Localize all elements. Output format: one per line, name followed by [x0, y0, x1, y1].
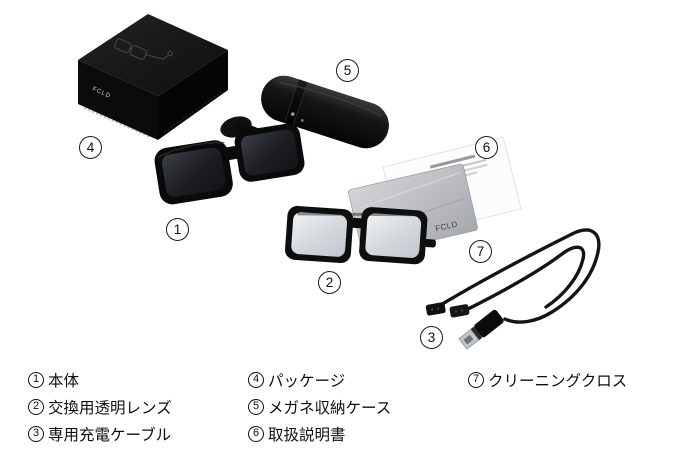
- legend-item-6: 6 取扱説明書: [248, 420, 468, 447]
- legend-item-4: 4 パッケージ: [248, 366, 468, 393]
- legend-label-4: パッケージ: [268, 372, 346, 390]
- legend-number-2: 2: [28, 398, 44, 415]
- legend-item-5: 5 メガネ収納ケース: [248, 393, 468, 420]
- callout-2: 2: [318, 271, 341, 294]
- case-body: [261, 75, 389, 149]
- smart-glasses: [154, 116, 305, 205]
- box-glasses-lineart-icon: [114, 38, 173, 61]
- dark-lens-left: [161, 147, 226, 197]
- callout-1: 1: [166, 218, 189, 241]
- box-fine-print-2: [163, 91, 223, 133]
- box-fine-print: [83, 107, 151, 138]
- box-front-face: [78, 60, 158, 140]
- legend-number-3: 3: [28, 425, 44, 442]
- legend-number-1: 1: [28, 371, 44, 388]
- case-snap-button-2: [300, 118, 304, 122]
- case-highlight: [278, 81, 382, 117]
- folded-temple: [297, 212, 424, 217]
- callout-5: 5: [336, 59, 359, 82]
- cloth-crease: [359, 171, 461, 209]
- legend-label-5: メガネ収納ケース: [268, 399, 392, 417]
- legend-item-2: 2 交換用透明レンズ: [28, 393, 248, 420]
- legend-item-3: 3 専用充電ケーブル: [28, 420, 248, 447]
- callout-6: 6: [475, 136, 498, 159]
- legend-item-7: 7 クリーニングクロス: [468, 366, 668, 393]
- cable-wire-2: [464, 245, 586, 312]
- legend-number-5: 5: [248, 398, 264, 415]
- clear-lens-glasses: [285, 205, 436, 265]
- callout-4: 4: [79, 136, 102, 159]
- glasses-front-frame: [154, 123, 305, 205]
- legend-label-6: 取扱説明書: [268, 426, 346, 444]
- legend-label-2: 交換用透明レンズ: [48, 399, 172, 417]
- legend-item-1: 1 本体: [28, 366, 248, 393]
- clear-glasses-bridge: [348, 217, 366, 229]
- legend-label-1: 本体: [48, 372, 80, 390]
- legend-number-6: 6: [248, 425, 264, 442]
- box-top-face: [78, 14, 228, 96]
- magnetic-connectors: [425, 302, 470, 318]
- usb-connector: [458, 309, 504, 350]
- callout-3: 3: [420, 326, 443, 349]
- temple-tip: [423, 238, 436, 248]
- legend-label-3: 専用充電ケーブル: [48, 426, 172, 444]
- clear-lens-left: [291, 212, 348, 257]
- glasses-case: [261, 75, 389, 149]
- case-snap-button: [290, 112, 295, 116]
- legend: 1 本体 2 交換用透明レンズ 3 専用充電ケーブル 4 パッケージ 5 メガネ…: [28, 366, 668, 447]
- legend-number-4: 4: [248, 371, 264, 388]
- charging-cable: [425, 228, 601, 350]
- box-side-face: [158, 50, 228, 140]
- manual-title-line: [429, 154, 476, 169]
- legend-number-7: 7: [468, 371, 484, 388]
- clear-lens-right: [365, 213, 422, 258]
- case-lid-seam: [284, 79, 308, 126]
- legend-label-7: クリーニングクロス: [488, 372, 628, 390]
- nose-bridge: [221, 145, 242, 162]
- cable-wire: [442, 228, 601, 324]
- package-box: FCLD: [78, 14, 228, 140]
- callout-7: 7: [469, 240, 492, 263]
- dark-lens-right: [240, 129, 299, 176]
